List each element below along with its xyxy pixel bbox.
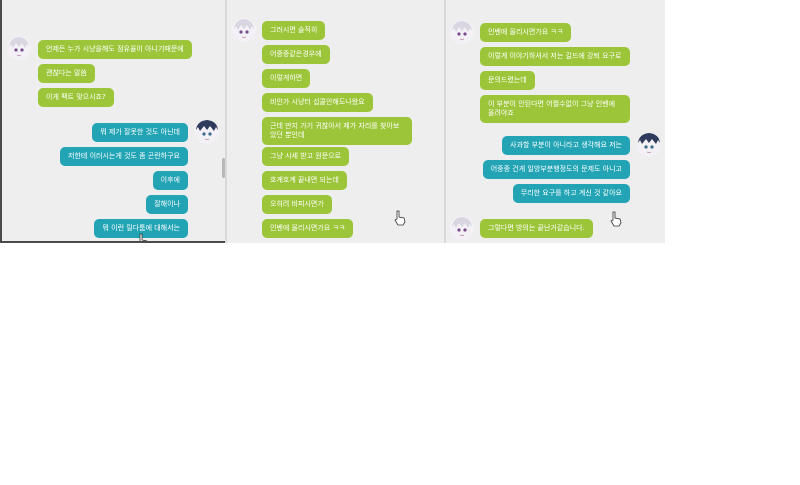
message-bubble-received: 근데 만지 가기 귀찮아서 제가 자리를 찾아보았던 뿐인데 bbox=[262, 117, 412, 145]
message-bubble-received: 이게 팩트 맞으시죠? bbox=[38, 88, 114, 107]
message-bubble-sent: 뭐 제가 잘못한 것도 아닌데 bbox=[92, 123, 188, 142]
message-bubble-received: 언제든 누가 시냥을해도 점유율이 아니기때문에 bbox=[38, 40, 192, 59]
character-avatar-icon bbox=[232, 18, 256, 42]
character-avatar-icon bbox=[7, 36, 31, 60]
message-bubble-received: 어중중같은경우에 bbox=[262, 45, 330, 64]
message-bubble-received: 오히려 비피시면가 bbox=[262, 195, 332, 214]
message-bubble-sent: 어중중 건게 일방부분행정도의 문제도 아니고 bbox=[482, 160, 630, 179]
message-bubble-received: 인벤에 올리시면가요 ㅋㅋ bbox=[480, 23, 572, 42]
message-bubble-received: 그냥 시세 받고 원문으로 bbox=[262, 147, 350, 166]
character-avatar-icon bbox=[450, 20, 474, 44]
message-bubble-received: 인벤에 올리시면가요 ㅋㅋ bbox=[262, 219, 354, 238]
message-bubble-received: 이렇게 이야기하셔서 저는 길드에 강퇴 요구로 bbox=[480, 47, 630, 66]
message-bubble-received: 호계호계 끝내면 되는데 bbox=[262, 171, 347, 190]
character-avatar-icon bbox=[450, 216, 474, 240]
character-avatar-icon bbox=[195, 120, 219, 144]
chat-panel-3: 인벤에 올리시면가요 ㅋㅋ 이렇게 이야기하셔서 저는 길드에 강퇴 요구로 문… bbox=[444, 0, 665, 243]
message-bubble-received: 괜찮다는 말씀 bbox=[38, 64, 95, 83]
message-bubble-received: 그러시면 솔직히 bbox=[262, 21, 326, 40]
pointing-hand-cursor-icon bbox=[610, 211, 622, 227]
pointing-hand-cursor-icon bbox=[139, 233, 148, 241]
message-bubble-received: 그렇다면 방의는 끝난거같습니다. bbox=[480, 219, 593, 238]
message-bubble-sent: 뭐 이런 릴다툼에 대해서는 bbox=[94, 219, 188, 238]
character-avatar-icon bbox=[637, 133, 661, 157]
message-bubble-sent: 잘해이나 bbox=[146, 195, 188, 214]
message-bubble-received: 문의드렸는데 bbox=[480, 71, 535, 90]
message-bubble-sent: 이후에 bbox=[152, 171, 188, 190]
message-bubble-sent: 무리한 요구를 하고 계신 것 같아요 bbox=[512, 184, 630, 203]
message-bubble-sent: 사과할 부분이 아니라고 생각해요 저는 bbox=[502, 136, 630, 155]
pointing-hand-cursor-icon bbox=[394, 210, 406, 226]
scrollbar-thumb[interactable] bbox=[222, 158, 225, 178]
message-bubble-received: 이렇게하면 bbox=[262, 69, 311, 88]
chat-panel-2: 그러시면 솔직히 어중중같은경우에 이렇게하면 비인가 시냥터 섭콜안해도나왔요… bbox=[225, 0, 444, 243]
chat-panel-1: 언제든 누가 시냥을해도 점유율이 아니기때문에 괜찮다는 말씀 이게 팩트 맞… bbox=[0, 0, 225, 243]
message-bubble-received: 비인가 시냥터 섭콜안해도나왔요 bbox=[262, 93, 373, 112]
message-bubble-sent: 저한테 이러시는게 것도 좀 곤란하구요 bbox=[60, 147, 188, 166]
message-bubble-received: 이 부분이 안된다면 어쩔수없이 그냥 인벤에 올려야죠 bbox=[480, 95, 630, 123]
